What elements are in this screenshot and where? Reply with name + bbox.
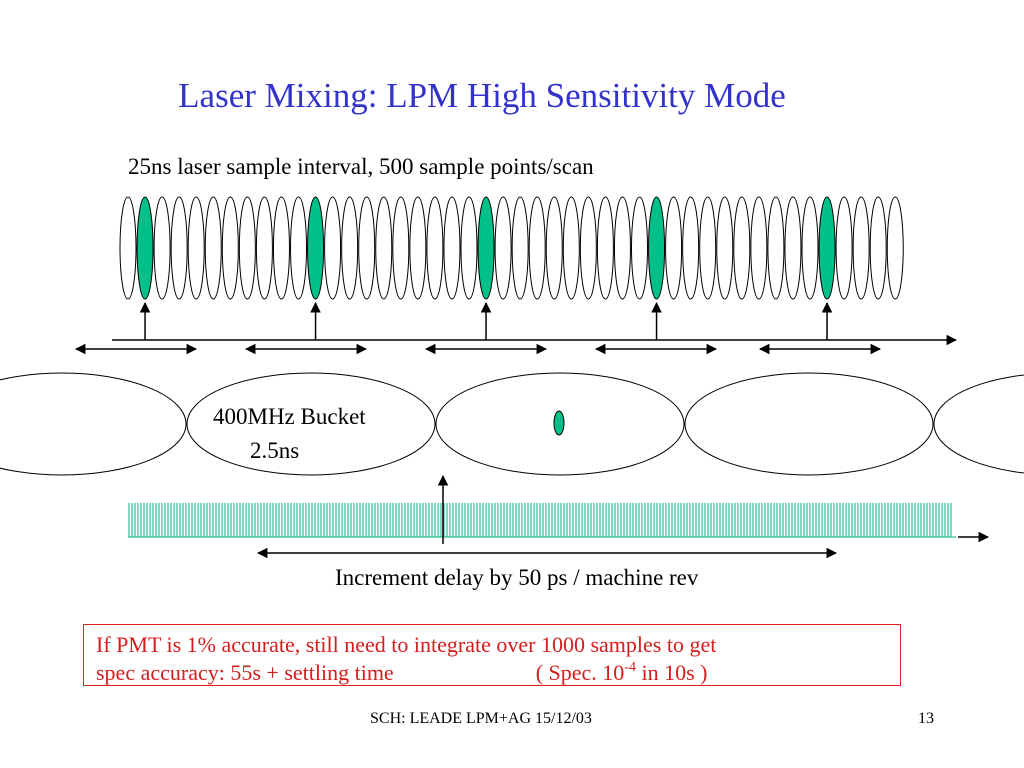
laser-sample <box>324 196 342 300</box>
spec-prefix: ( Spec. 10 <box>535 660 625 685</box>
laser-sample <box>511 196 529 300</box>
integration-note-box: If PMT is 1% accurate, still need to int… <box>83 624 901 686</box>
sample-pointer-arrows <box>139 301 833 340</box>
laser-sample-highlighted <box>648 196 666 300</box>
slide-title: Laser Mixing: LPM High Sensitivity Mode <box>178 76 786 115</box>
laser-sample-highlighted <box>136 196 154 300</box>
bucket-row <box>0 372 1024 476</box>
laser-sample <box>682 196 700 300</box>
laser-sample <box>869 196 887 300</box>
laser-sample <box>358 196 376 300</box>
rf-bucket <box>186 372 436 476</box>
laser-sample <box>579 196 597 300</box>
laser-sample <box>392 196 410 300</box>
laser-sample <box>272 196 290 300</box>
laser-sample <box>375 196 393 300</box>
laser-sample-highlighted <box>477 196 495 300</box>
sample-interval-label: 25ns laser sample interval, 500 sample p… <box>128 154 594 179</box>
laser-sample <box>187 196 205 300</box>
laser-sample <box>409 196 427 300</box>
laser-sample <box>341 196 359 300</box>
laser-sample-highlighted <box>818 196 836 300</box>
laser-sample <box>613 196 631 300</box>
laser-sample <box>886 196 904 300</box>
laser-sample <box>426 196 444 300</box>
laser-sample <box>545 196 563 300</box>
laser-sample <box>750 196 768 300</box>
laser-sample <box>494 196 512 300</box>
slide-footer: SCH: LEADE LPM+AG 15/12/03 <box>370 710 592 727</box>
note-line-1: If PMT is 1% accurate, still need to int… <box>96 632 717 657</box>
note-line-2-text: spec accuracy: 55s + settling time <box>96 660 394 685</box>
spec-exponent: -4 <box>624 659 636 675</box>
bucket-label: 400MHz Bucket <box>213 404 366 429</box>
rf-bucket <box>0 372 187 476</box>
laser-sample <box>238 196 256 300</box>
laser-sample <box>767 196 785 300</box>
laser-sample <box>119 196 137 300</box>
laser-sample <box>562 196 580 300</box>
laser-sample <box>733 196 751 300</box>
delay-increment-label: Increment delay by 50 ps / machine rev <box>335 565 699 590</box>
laser-sample <box>631 196 648 300</box>
laser-sample <box>221 196 239 300</box>
laser-sample-highlighted <box>307 196 325 300</box>
rf-comb <box>128 503 956 538</box>
laser-sample <box>665 196 683 300</box>
laser-sample <box>204 196 222 300</box>
rf-bucket <box>933 374 1024 474</box>
laser-sample <box>835 196 853 300</box>
laser-sample <box>699 196 717 300</box>
spec-suffix: in 10s ) <box>635 660 708 685</box>
laser-sample <box>801 196 819 300</box>
laser-pulse-marker <box>553 410 565 436</box>
laser-sample <box>852 196 870 300</box>
laser-sample <box>716 196 734 300</box>
laser-sample <box>255 196 273 300</box>
note-line-2: spec accuracy: 55s + settling time ( Spec… <box>96 659 900 687</box>
rf-bucket <box>684 372 934 476</box>
laser-sample <box>460 196 478 300</box>
rf-bucket <box>435 372 685 476</box>
laser-sample-row <box>119 196 904 300</box>
laser-sample <box>153 196 171 300</box>
laser-sample <box>596 196 614 300</box>
laser-sample <box>784 196 802 300</box>
laser-sample <box>528 196 546 300</box>
laser-sample <box>170 196 188 300</box>
bucket-width-label: 2.5ns <box>250 438 300 463</box>
page-number: 13 <box>918 710 934 727</box>
laser-sample <box>290 196 307 300</box>
laser-sample <box>443 196 461 300</box>
